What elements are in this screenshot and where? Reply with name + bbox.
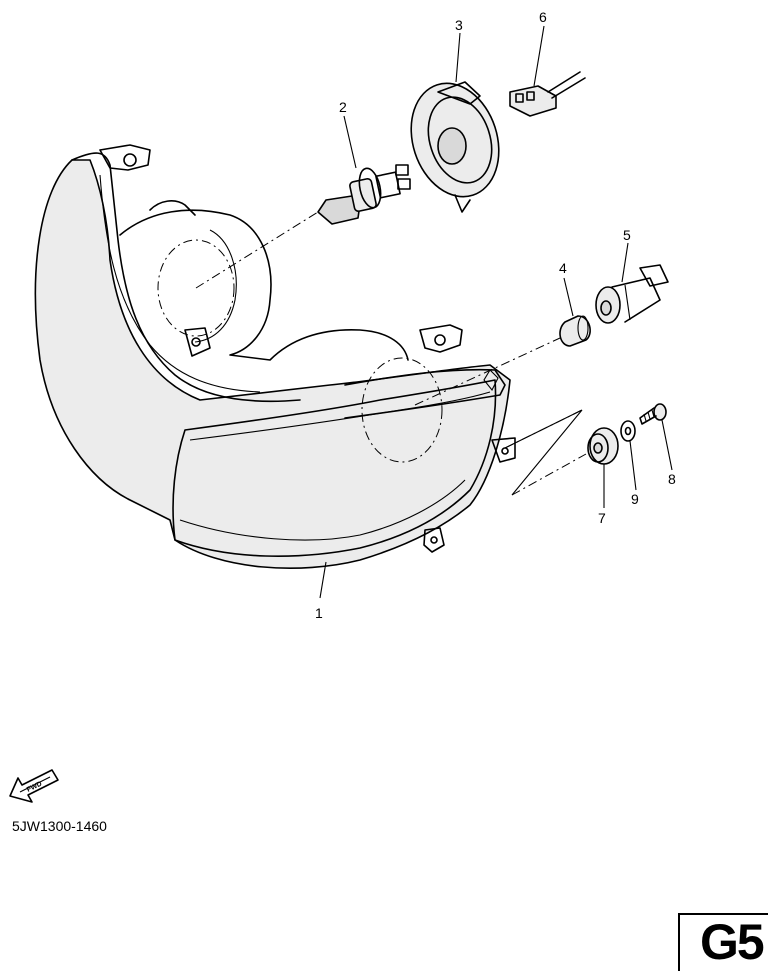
callout-leaders [319, 25, 673, 599]
callout-4: 4 [559, 260, 567, 276]
callout-labels: 1 2 3 4 5 6 7 8 9 [315, 9, 676, 621]
coupler [509, 71, 586, 117]
callout-8: 8 [668, 471, 676, 487]
callout-2: 2 [339, 99, 347, 115]
grommet [587, 427, 619, 465]
callout-5: 5 [623, 227, 631, 243]
callout-7: 7 [598, 510, 606, 526]
socket-cover [410, 81, 500, 213]
callout-9: 9 [631, 491, 639, 507]
drawing-code: 5JW1300-1460 [12, 818, 107, 834]
forward-arrow-icon: FWD [9, 769, 59, 803]
screw [639, 403, 667, 425]
bulb-socket [595, 264, 669, 324]
callout-1: 1 [315, 605, 323, 621]
headlight-bulb [317, 164, 411, 225]
page-code-box: G5 [678, 913, 768, 971]
headlight-assembly [34, 144, 516, 569]
callout-6: 6 [539, 9, 547, 25]
callout-3: 3 [455, 17, 463, 33]
position-bulb [559, 315, 591, 347]
assembly-lines [195, 211, 587, 496]
page-code: G5 [700, 914, 765, 970]
collar [620, 420, 636, 442]
